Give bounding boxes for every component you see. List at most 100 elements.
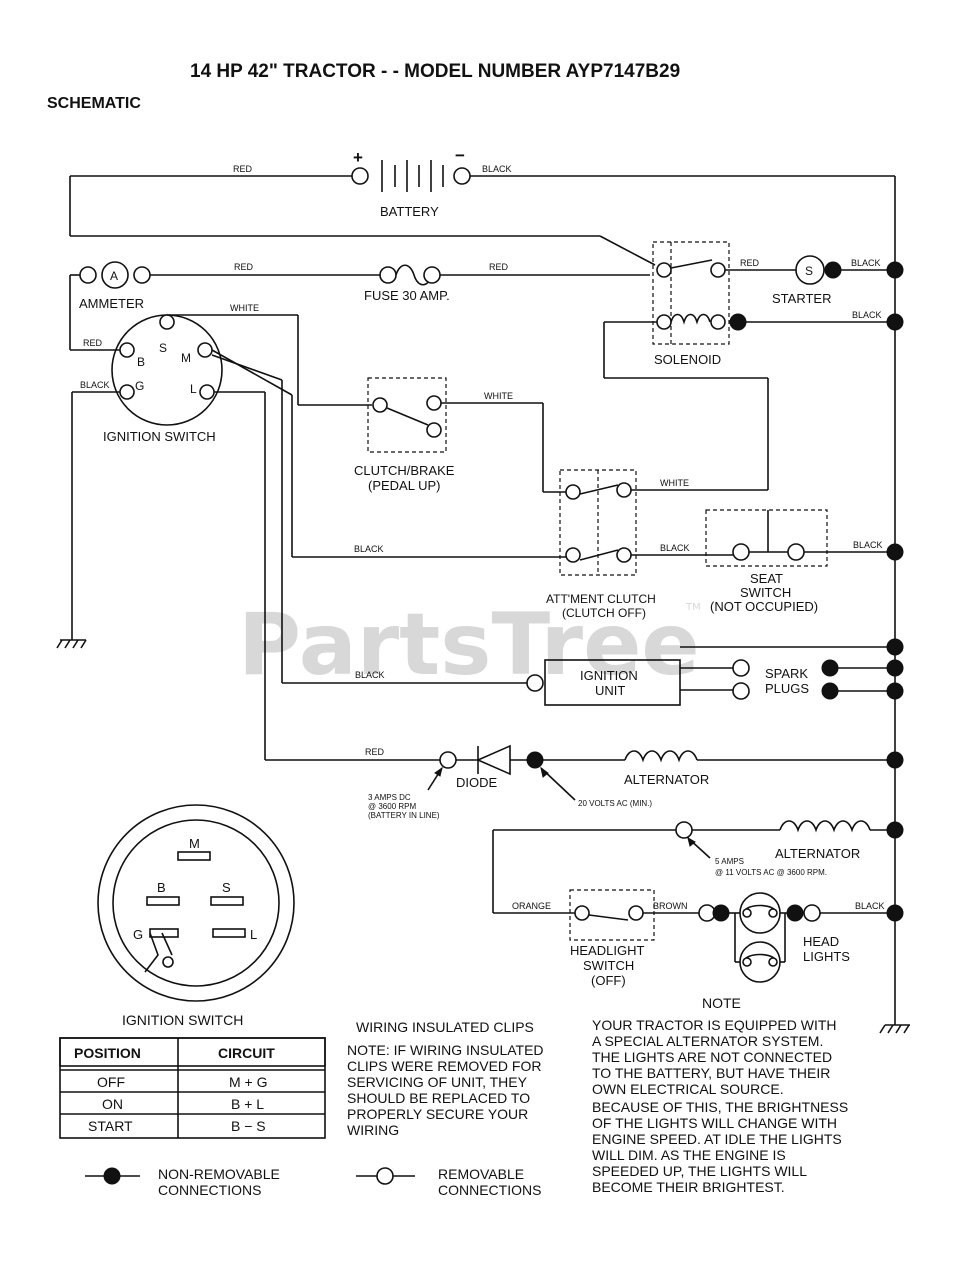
table-row-start-circuit: B − S bbox=[231, 1118, 266, 1134]
ignition-table-caption: IGNITION SWITCH bbox=[122, 1012, 243, 1028]
page-subtitle: SCHEMATIC bbox=[47, 95, 141, 112]
alternator-note-line: BECAUSE OF THIS, THE BRIGHTNESS bbox=[592, 1099, 848, 1115]
table-row-on-circuit: B + L bbox=[231, 1096, 264, 1112]
legend-non-removable-1: NON-REMOVABLE bbox=[158, 1166, 280, 1182]
wire-black-m: BLACK bbox=[354, 544, 384, 554]
spark-plugs: SPARK PLUGS bbox=[732, 659, 839, 700]
headlight-switch-label-3: (OFF) bbox=[591, 973, 626, 988]
head-lights-label-1: HEAD bbox=[803, 934, 839, 949]
spark-plugs-label-2: PLUGS bbox=[765, 681, 809, 696]
wire-red-ammeter-fuse: RED bbox=[234, 262, 254, 272]
wire-black-battery: BLACK bbox=[482, 164, 512, 174]
alt-5a-note-2: @ 11 VOLTS AC @ 3600 RPM. bbox=[715, 868, 827, 877]
alternator-note-line: YOUR TRACTOR IS EQUIPPED WITH bbox=[592, 1017, 837, 1033]
seat-switch-label-2: SWITCH bbox=[740, 585, 791, 600]
wire-white-s: WHITE bbox=[230, 303, 259, 313]
solenoid-label: SOLENOID bbox=[654, 352, 721, 367]
alternator-note-line: THE LIGHTS ARE NOT CONNECTED bbox=[592, 1049, 832, 1065]
wire-red-solenoid-starter: RED bbox=[740, 258, 760, 268]
alternator-note-line: A SPECIAL ALTERNATOR SYSTEM. bbox=[592, 1033, 823, 1049]
wire-black-starter: BLACK bbox=[851, 258, 881, 268]
headlight-switch-label-2: SWITCH bbox=[583, 958, 634, 973]
alternator-note-heading: NOTE bbox=[702, 995, 741, 1011]
face-terminal-l: L bbox=[250, 927, 257, 942]
wire-red-fuse-solenoid: RED bbox=[489, 262, 509, 272]
clips-note-heading: WIRING INSULATED CLIPS bbox=[356, 1019, 534, 1035]
battery-label: BATTERY bbox=[380, 204, 439, 219]
attachment-clutch-switch: ATT'MENT CLUTCH (CLUTCH OFF) bbox=[546, 469, 656, 620]
page-title: 14 HP 42" TRACTOR - - MODEL NUMBER AYP71… bbox=[190, 61, 680, 82]
attachment-clutch-label-1: ATT'MENT CLUTCH bbox=[546, 592, 656, 606]
wire-orange: ORANGE bbox=[512, 901, 551, 911]
diode: DIODE bbox=[439, 744, 544, 790]
clutch-brake-label-1: CLUTCH/BRAKE bbox=[354, 463, 455, 478]
wire-white-clutch: WHITE bbox=[484, 391, 513, 401]
clips-note: WIRING INSULATED CLIPS NOTE: IF WIRING I… bbox=[347, 1019, 544, 1138]
fuse: FUSE 30 AMP. bbox=[364, 264, 450, 303]
alternator-1: ALTERNATOR bbox=[543, 750, 895, 787]
diode-label: DIODE bbox=[456, 775, 498, 790]
clips-note-line: SHOULD BE REPLACED TO bbox=[347, 1090, 530, 1106]
battery: + − BATTERY RED BLACK bbox=[70, 146, 895, 219]
headlight-switch-label-1: HEADLIGHT bbox=[570, 943, 644, 958]
wire-brown: BROWN bbox=[653, 901, 688, 911]
wire-black-seat: BLACK bbox=[853, 540, 883, 550]
ammeter-symbol: A bbox=[110, 269, 118, 283]
table-header-position: POSITION bbox=[74, 1045, 141, 1061]
clips-note-line: PROPERLY SECURE YOUR bbox=[347, 1106, 528, 1122]
starter-label: STARTER bbox=[772, 291, 831, 306]
ignition-switch-label: IGNITION SWITCH bbox=[103, 429, 216, 444]
alternator-note-line: TO THE BATTERY, BUT HAVE THEIR bbox=[592, 1065, 830, 1081]
terminal-b: B bbox=[137, 355, 145, 369]
diode-note-1: 3 AMPS DC bbox=[368, 793, 411, 802]
table-row-on-position: ON bbox=[102, 1096, 123, 1112]
alternator-2-label: ALTERNATOR bbox=[775, 846, 860, 861]
headlight-switch: HEADLIGHT SWITCH (OFF) bbox=[569, 889, 655, 988]
watermark: PartsTree bbox=[238, 595, 700, 695]
clutch-brake-switch: CLUTCH/BRAKE (PEDAL UP) bbox=[354, 377, 455, 493]
table-row-off-circuit: M + G bbox=[229, 1074, 268, 1090]
ignition-table: POSITION CIRCUIT OFF M + G ON B + L STAR… bbox=[59, 1037, 326, 1139]
wire-black-headlights: BLACK bbox=[855, 901, 885, 911]
clips-note-line: CLIPS WERE REMOVED FOR bbox=[347, 1058, 541, 1074]
alternator-note-line: BECOME THEIR BRIGHTEST. bbox=[592, 1179, 785, 1195]
wire-black-l: BLACK bbox=[355, 670, 385, 680]
ignition-unit-label-1: IGNITION bbox=[580, 668, 638, 683]
attachment-clutch-label-2: (CLUTCH OFF) bbox=[562, 606, 646, 620]
seat-switch: SEAT SWITCH (NOT OCCUPIED) bbox=[705, 509, 828, 614]
wire-black-g: BLACK bbox=[80, 380, 110, 390]
clips-note-line: SERVICING OF UNIT, THEY bbox=[347, 1074, 528, 1090]
legend-removable-2: CONNECTIONS bbox=[438, 1182, 541, 1198]
alternator-note: NOTE YOUR TRACTOR IS EQUIPPED WITH A SPE… bbox=[592, 995, 848, 1195]
clips-note-line: NOTE: IF WIRING INSULATED bbox=[347, 1042, 544, 1058]
watermark-tm: TM bbox=[685, 602, 701, 613]
battery-minus: − bbox=[455, 146, 465, 165]
head-lights-label-2: LIGHTS bbox=[803, 949, 850, 964]
fuse-label: FUSE 30 AMP. bbox=[364, 288, 450, 303]
alternator-note-line: WILL DIM. AS THE ENGINE IS bbox=[592, 1147, 786, 1163]
spark-plugs-label-1: SPARK bbox=[765, 666, 808, 681]
face-terminal-g: G bbox=[133, 927, 143, 942]
ignition-unit-label-2: UNIT bbox=[595, 683, 625, 698]
solenoid: SOLENOID bbox=[652, 241, 747, 367]
legend-removable-1: REMOVABLE bbox=[438, 1166, 524, 1182]
ignition-unit: IGNITION UNIT bbox=[526, 659, 681, 706]
diode-note-3: (BATTERY IN LINE) bbox=[368, 811, 440, 820]
face-terminal-m: M bbox=[189, 836, 200, 851]
terminal-m: M bbox=[181, 351, 191, 365]
alternator-note-line: ENGINE SPEED. AT IDLE THE LIGHTS bbox=[592, 1131, 842, 1147]
table-header-circuit: CIRCUIT bbox=[218, 1045, 275, 1061]
starter-symbol: S bbox=[805, 264, 813, 278]
terminal-s: S bbox=[159, 341, 167, 355]
wire-black-attment-seat: BLACK bbox=[660, 543, 690, 553]
seat-switch-label-3: (NOT OCCUPIED) bbox=[710, 599, 818, 614]
terminal-g: G bbox=[135, 379, 144, 393]
wire-black-solenoid: BLACK bbox=[852, 310, 882, 320]
alt-20v-note: 20 VOLTS AC (MIN.) bbox=[578, 799, 652, 808]
seat-switch-label-1: SEAT bbox=[750, 571, 783, 586]
legend: NON-REMOVABLE CONNECTIONS REMOVABLE CONN… bbox=[85, 1166, 541, 1198]
ignition-switch-face: M B S L G bbox=[97, 804, 295, 1002]
alternator-note-line: SPEEDED UP, THE LIGHTS WILL bbox=[592, 1163, 807, 1179]
legend-non-removable-2: CONNECTIONS bbox=[158, 1182, 261, 1198]
